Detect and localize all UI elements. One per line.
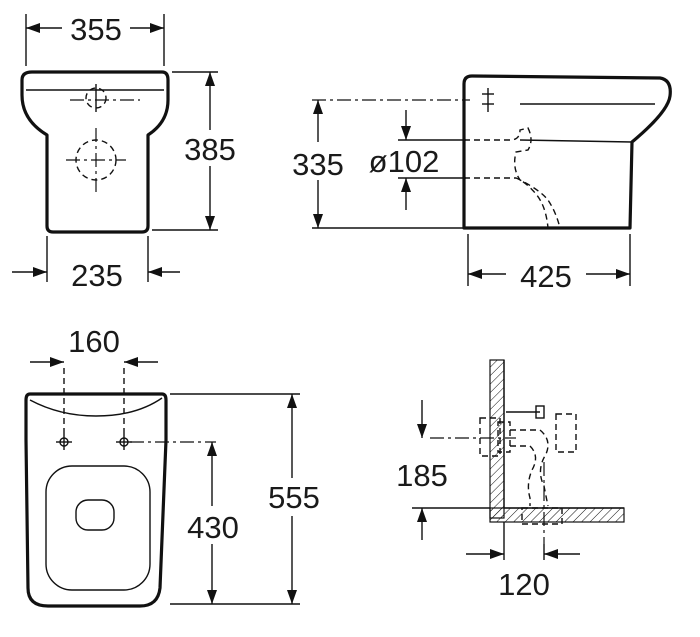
dim-555-arrow-top [287, 394, 297, 408]
front-view: 355 385 235 [12, 10, 248, 293]
top-view-outline [24, 392, 168, 608]
dim-355-arrow-right [150, 23, 164, 33]
dim-102-arrow-bottom [401, 178, 411, 192]
dim-555-label: 555 [268, 480, 320, 515]
dim-425-label: 425 [520, 259, 572, 294]
dim-555-label-bg [256, 478, 332, 516]
dim-430-label: 430 [187, 510, 239, 545]
dim-120-arrow-left [490, 549, 504, 559]
top-view-bowl [45, 465, 151, 591]
detail-trap-path-2 [510, 445, 537, 506]
dim-160-label: 160 [68, 324, 120, 359]
top-view: 160 430 555 [24, 324, 332, 608]
side-trap-path [464, 127, 561, 229]
dim-425-label-bg [506, 256, 586, 292]
detail-bracket-end [535, 405, 545, 419]
dim-235-label: 235 [71, 258, 123, 293]
dim-335-label-bg [282, 142, 354, 180]
dim-385-arrow-bottom [205, 216, 215, 230]
dim-120-arrow-right [544, 549, 558, 559]
dim-385-arrow-top [205, 72, 215, 86]
detail-floor [489, 507, 625, 523]
side-bowl-line [519, 139, 633, 143]
dim-335-arrow-top [313, 100, 323, 114]
side-trap-path-2 [464, 177, 549, 229]
dim-430-arrow-top [207, 442, 217, 456]
dim-160-arrow-left [50, 357, 64, 367]
dim-425-arrow-right [616, 269, 630, 279]
dim-120-label: 120 [498, 567, 550, 602]
dim-425-arrow-left [468, 269, 482, 279]
dim-185-arrow-top [417, 424, 427, 438]
dim-160-arrow-right [124, 357, 138, 367]
detail-floor-fitting [521, 507, 563, 525]
side-view: 335 ø102 425 [282, 74, 672, 294]
dim-185-arrow-bottom [417, 508, 427, 522]
dim-102-arrow-top [401, 126, 411, 140]
dim-430-arrow-bottom [207, 590, 217, 604]
dim-430-label-bg [176, 506, 250, 544]
dim-185-label: 185 [396, 458, 448, 493]
detail-wall-socket [479, 417, 501, 457]
top-view-seat-curve [29, 397, 163, 417]
dim-385-label: 385 [184, 132, 236, 167]
side-view-outline [462, 74, 672, 230]
top-view-fixing-right [116, 434, 132, 450]
dim-555-arrow-bottom [287, 590, 297, 604]
dim-235-arrow-left [33, 267, 47, 277]
dim-102-label: ø102 [369, 144, 440, 179]
dim-385-label-bg [172, 130, 248, 166]
detail-wall [489, 359, 505, 519]
dim-355-arrow-left [26, 23, 40, 33]
dim-355-label-bg [62, 10, 130, 44]
dim-335-label: 335 [292, 147, 344, 182]
detail-trap-path [510, 429, 549, 507]
dim-335-arrow-bottom [313, 214, 323, 228]
detail-side-fitting [555, 413, 577, 453]
dim-355-label: 355 [70, 12, 122, 47]
top-view-water [75, 499, 115, 531]
detail-wall-flange [497, 421, 511, 453]
front-view-outline [20, 70, 170, 234]
dim-235-arrow-right [148, 267, 162, 277]
outlet-detail-view: 185 120 [396, 359, 625, 602]
top-view-fixing-left [56, 434, 72, 450]
